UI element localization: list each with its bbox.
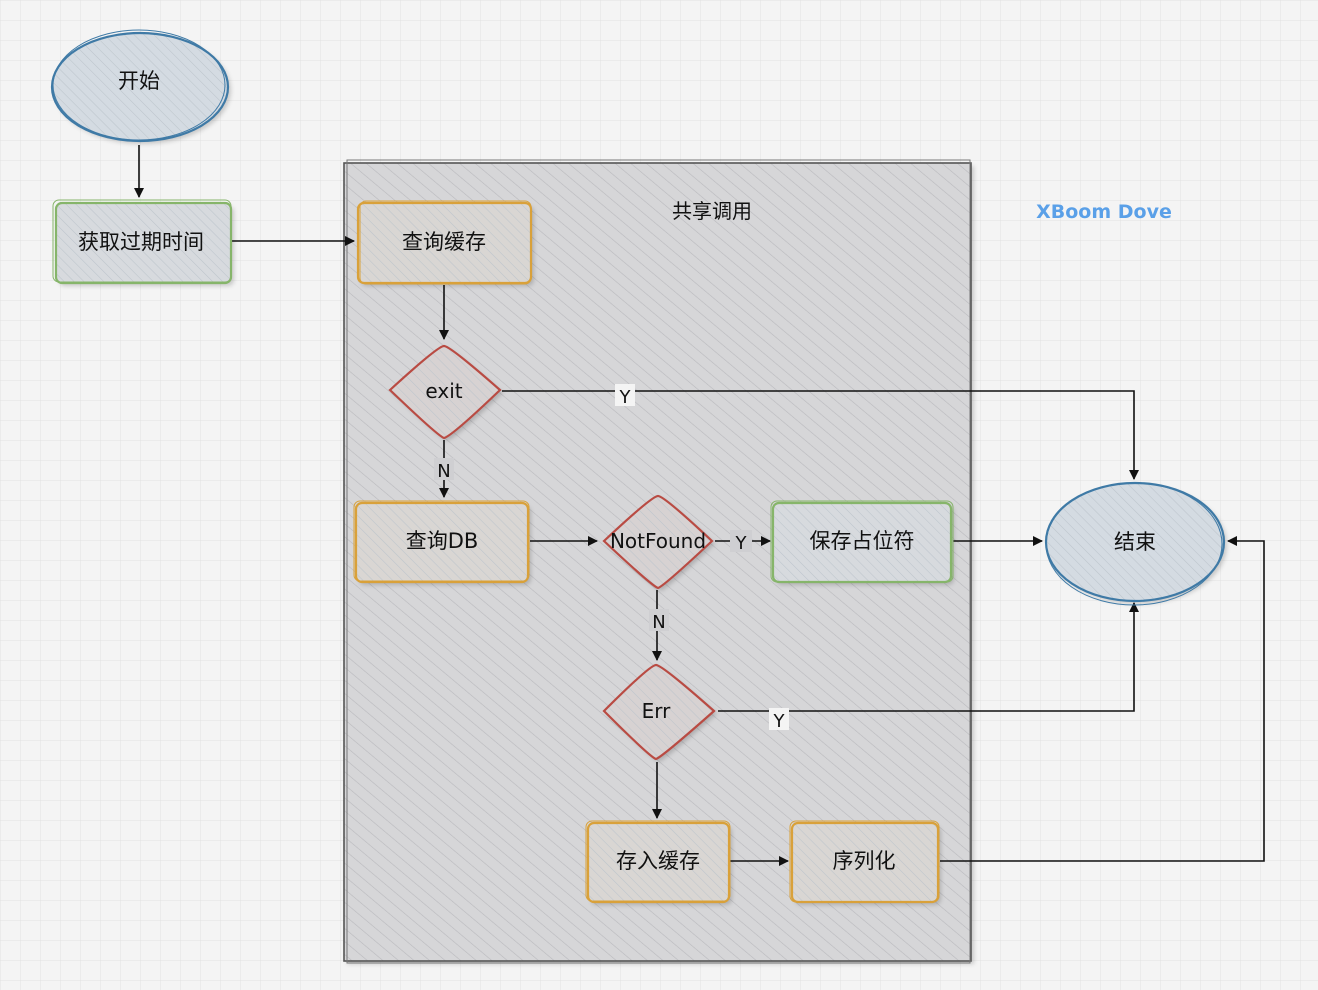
svg-text:N: N <box>652 612 665 633</box>
svg-text:Y: Y <box>735 533 748 554</box>
query-cache-node[interactable]: 查询缓存 <box>356 200 533 285</box>
edge-label-err-yes: Y <box>769 708 789 732</box>
get-expire-time-node[interactable]: 获取过期时间 <box>52 199 233 285</box>
edge-label-notfound-no: N <box>649 609 669 633</box>
start-node[interactable]: 开始 <box>50 29 230 143</box>
notfound-decision-node[interactable]: NotFound <box>602 494 714 590</box>
svg-text:N: N <box>437 461 450 482</box>
err-decision-node[interactable]: Err <box>602 663 716 761</box>
save-placeholder-node[interactable]: 保存占位符 <box>770 500 954 584</box>
edge-exit-yes-to-end <box>502 390 1139 480</box>
edge-label-exit-yes: Y <box>615 384 635 408</box>
start-label: 开始 <box>118 69 160 93</box>
save-placeholder-label: 保存占位符 <box>810 529 915 553</box>
svg-text:Y: Y <box>619 387 632 408</box>
query-cache-label: 查询缓存 <box>402 230 486 254</box>
edges <box>134 145 1265 866</box>
store-cache-node[interactable]: 存入缓存 <box>585 820 731 904</box>
end-node[interactable]: 结束 <box>1044 481 1226 606</box>
serialize-label: 序列化 <box>833 849 896 873</box>
svg-text:Y: Y <box>773 711 786 732</box>
query-db-node[interactable]: 查询DB <box>353 500 530 584</box>
notfound-label: NotFound <box>610 529 706 553</box>
edge-label-notfound-yes: Y <box>730 530 752 554</box>
exit-label: exit <box>425 379 462 403</box>
exit-decision-node[interactable]: exit <box>388 344 502 440</box>
serialize-node[interactable]: 序列化 <box>789 820 940 904</box>
watermark-text: XBoom Dove <box>1036 201 1172 223</box>
end-label: 结束 <box>1114 530 1156 554</box>
store-cache-label: 存入缓存 <box>616 849 700 873</box>
edge-serialize-to-end <box>940 536 1265 862</box>
get-expire-time-label: 获取过期时间 <box>78 230 204 254</box>
query-db-label: 查询DB <box>406 529 479 553</box>
err-label: Err <box>642 699 672 723</box>
edge-err-yes-to-end <box>718 602 1139 712</box>
edge-label-exit-no: N <box>434 458 454 482</box>
container-title: 共享调用 <box>672 199 752 223</box>
